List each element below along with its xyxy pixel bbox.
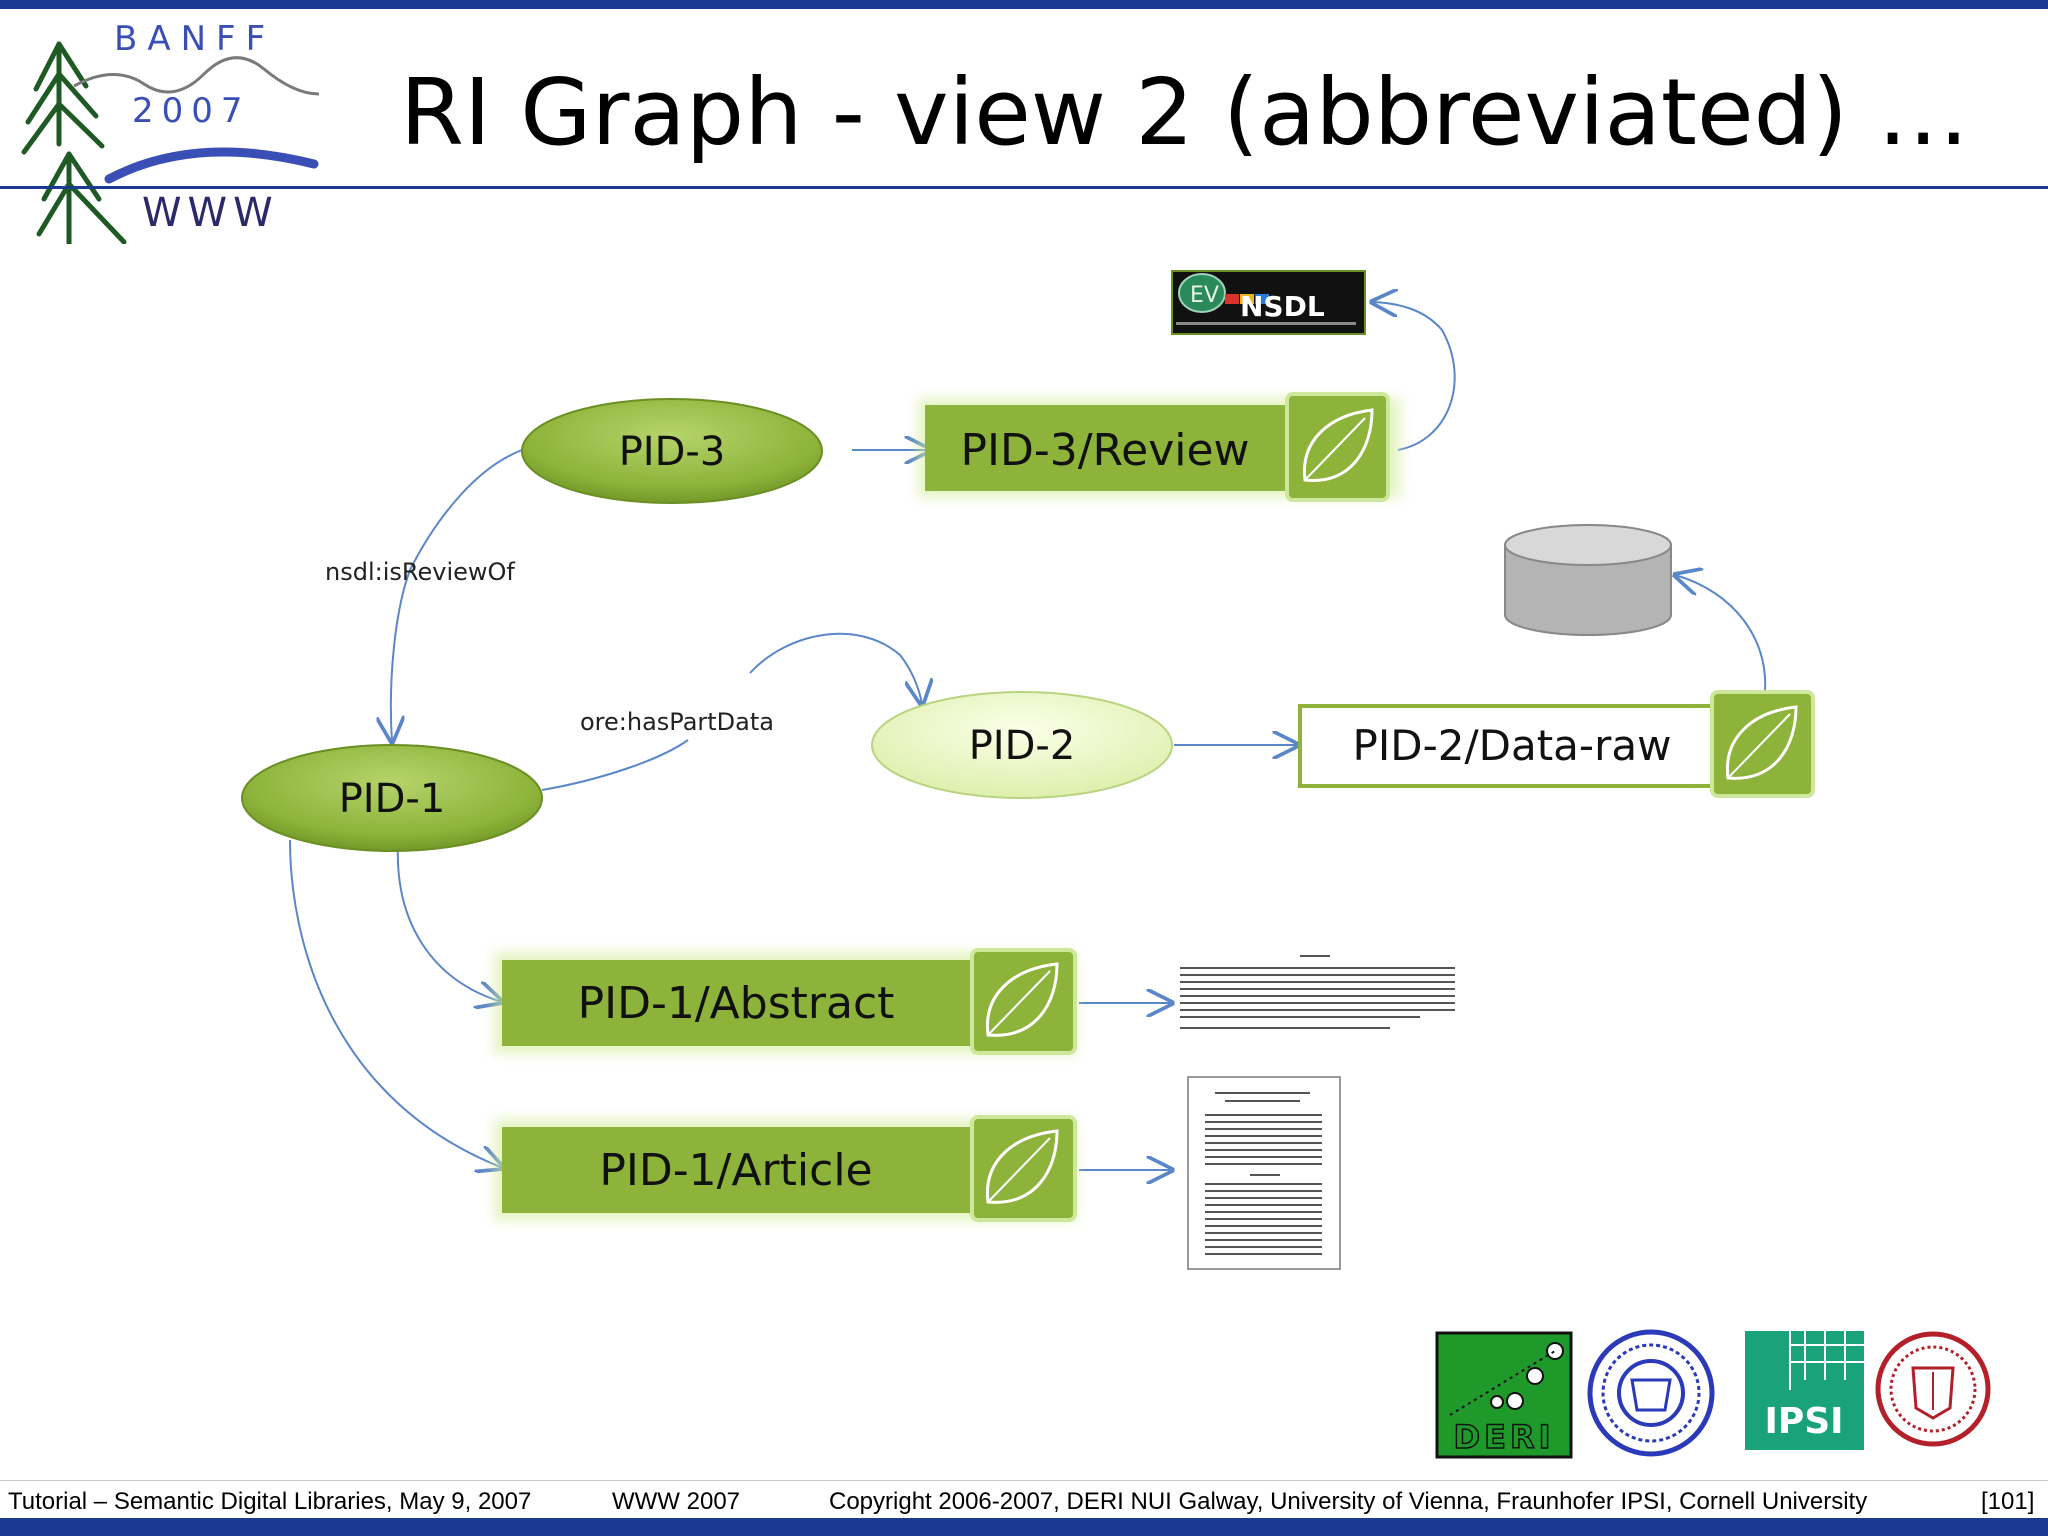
lake-swoosh-icon (104, 147, 319, 184)
logo-banff-text: BANFF (114, 19, 275, 59)
edges (289, 302, 1767, 1170)
edge-label-has-part-data: ore:hasPartData (580, 708, 774, 736)
footer-page-number: [101] (1981, 1488, 2035, 1515)
ipsi-logo-text: IPSI (1764, 1401, 1843, 1442)
node-pid2-data-raw-label: PID-2/Data-raw (1353, 721, 1672, 770)
node-pid2-label: PID-2 (969, 723, 1076, 769)
edge-pid3-pid1 (391, 449, 523, 742)
leaf-icon (970, 948, 1077, 1055)
edge-data-db (1675, 575, 1767, 691)
cornell-university-seal (1875, 1331, 1991, 1447)
node-pid3-label: PID-3 (619, 429, 726, 475)
article-document-icon (1187, 1076, 1341, 1270)
abstract-document-icon (1180, 955, 1455, 1029)
nsdl-logo: EV NSDL (1171, 270, 1366, 335)
node-pid1-abstract: PID-1/Abstract (494, 948, 1077, 1055)
node-pid3-review: PID-3/Review (918, 392, 1400, 502)
deri-logo: DERI (1435, 1331, 1573, 1459)
leaf-icon (970, 1115, 1077, 1222)
mountain-line-icon (73, 56, 320, 96)
footer-conference-text: WWW 2007 (612, 1488, 741, 1515)
edge-pid1-article (289, 839, 503, 1168)
fraunhofer-ipsi-logo: IPSI (1745, 1331, 1864, 1450)
pine-trees-icon (21, 41, 127, 244)
database-icon (1504, 524, 1672, 636)
top-border (0, 0, 2048, 9)
edge-pid1-pid2 (541, 632, 922, 791)
edge-review-nsdl (1372, 302, 1456, 451)
logo-year-text: 2007 (132, 91, 251, 131)
footer-divider (0, 1480, 2048, 1481)
node-pid2-data-raw: PID-2/Data-raw (1298, 690, 1815, 798)
edge-label-is-review-of: nsdl:isReviewOf (325, 558, 515, 586)
university-of-vienna-seal (1587, 1329, 1715, 1457)
leaf-icon (1710, 690, 1815, 798)
title-underline (0, 186, 2048, 189)
node-pid1-label: PID-1 (339, 776, 446, 822)
ev-badge-icon (1178, 273, 1226, 313)
node-pid3: PID-3 (521, 398, 823, 504)
footer-copyright-text: Copyright 2006-2007, DERI NUI Galway, Un… (829, 1488, 1868, 1515)
footer-tutorial-text: Tutorial – Semantic Digital Libraries, M… (8, 1488, 532, 1515)
slide-footer: Tutorial – Semantic Digital Libraries, M… (0, 1484, 2048, 1518)
edge-pid1-abstract (396, 844, 502, 1002)
node-pid1: PID-1 (241, 744, 543, 852)
nsdl-badge-text: EV (1190, 283, 1219, 308)
node-pid2: PID-2 (871, 691, 1173, 799)
node-pid1-article: PID-1/Article (494, 1115, 1077, 1222)
slide-title: RI Graph - view 2 (abbreviated) … (400, 59, 1970, 166)
node-pid1-abstract-label: PID-1/Abstract (578, 978, 895, 1029)
nsdl-logo-text: NSDL (1240, 290, 1325, 323)
banff-2007-www-logo: BANFF 2007 WWW (14, 14, 334, 244)
bottom-border (0, 1518, 2048, 1536)
logo-www-text: WWW (142, 190, 279, 236)
node-pid1-article-label: PID-1/Article (599, 1145, 872, 1196)
leaf-icon (1285, 392, 1390, 502)
deri-logo-text: DERI (1454, 1418, 1555, 1456)
node-pid3-review-label: PID-3/Review (960, 425, 1249, 476)
